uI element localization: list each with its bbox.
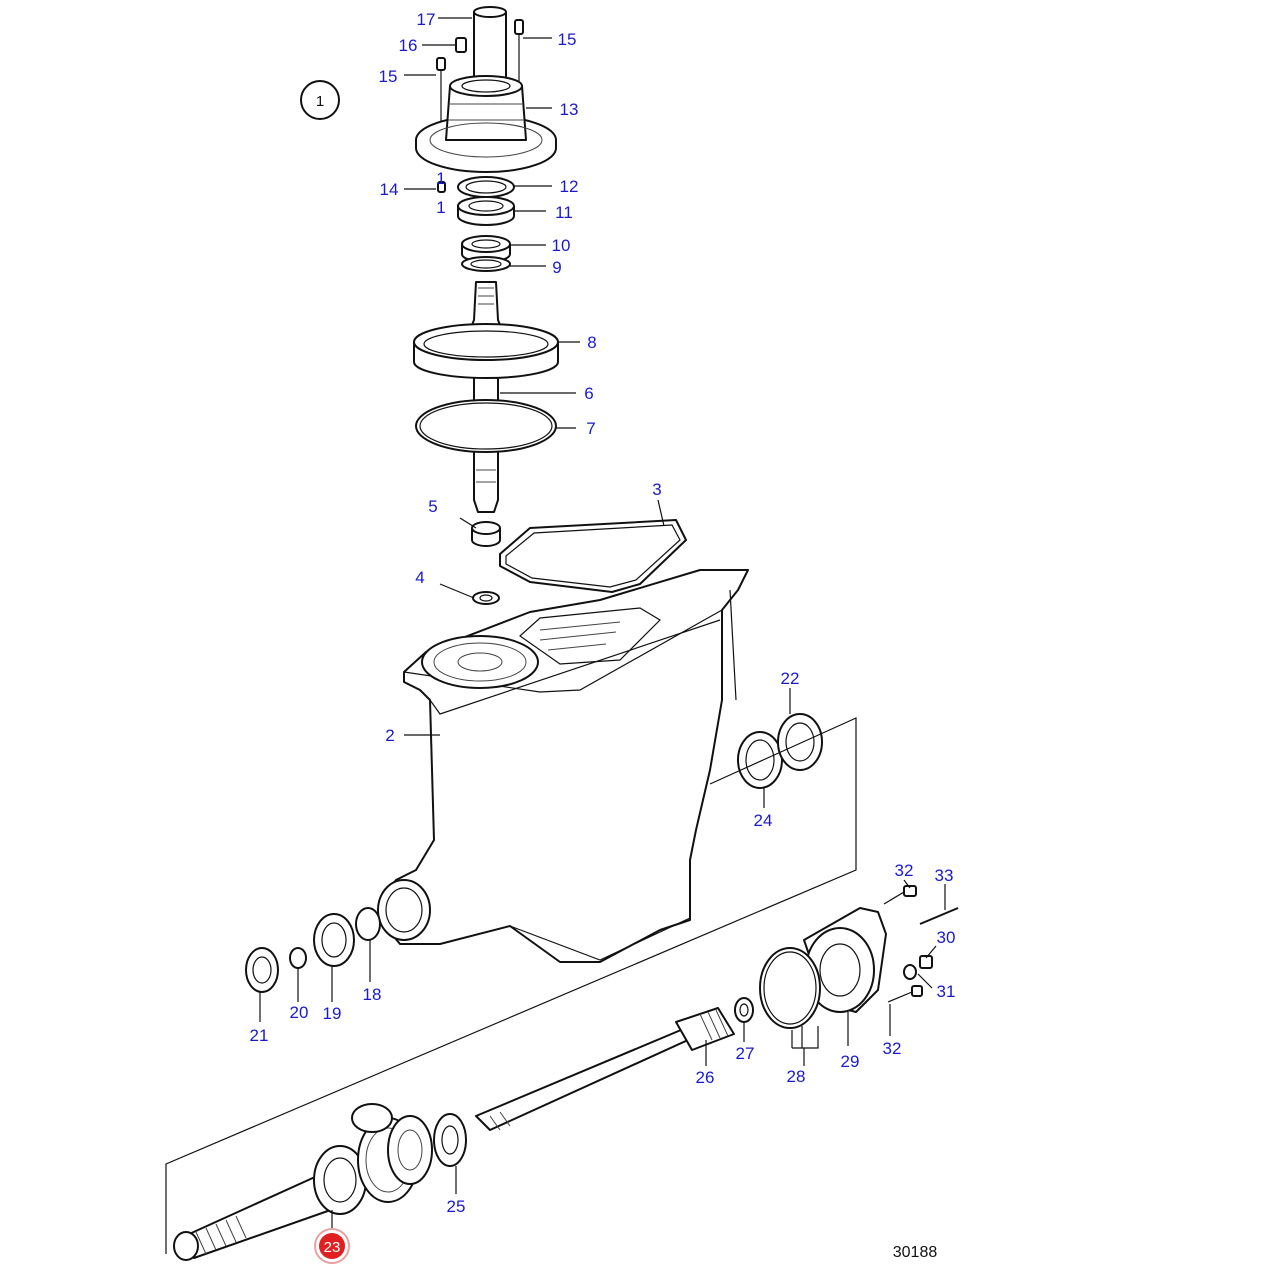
part-4-washer (472, 591, 500, 605)
callout-31: 31 (937, 982, 956, 1001)
callout-15-left: 15 (379, 67, 398, 86)
callout-6: 6 (584, 384, 593, 403)
part-27-washer (734, 997, 754, 1023)
callout-11: 11 (555, 203, 573, 222)
part-16-pin (455, 37, 467, 53)
part-3-gasket (499, 519, 687, 593)
part-6-vertical-shaft (465, 281, 507, 513)
part-18-ring (355, 907, 381, 941)
callout-3: 3 (652, 480, 661, 499)
callout-7: 7 (586, 419, 595, 438)
part-5-bearing (471, 521, 501, 547)
part-26-propeller-shaft (475, 1007, 735, 1131)
callout-20: 20 (290, 1003, 309, 1022)
part-25-shim (433, 1113, 467, 1167)
part-7-o-ring (415, 399, 557, 453)
part-15-bolt-left (436, 57, 446, 128)
callout-26: 26 (696, 1068, 715, 1087)
callout-29: 29 (841, 1052, 860, 1071)
part-30-fitting (919, 955, 933, 969)
callout-1-lower: 1 (436, 198, 445, 217)
callout-2: 2 (385, 726, 394, 745)
callout-5: 5 (428, 497, 437, 516)
part-2-gear-housing (377, 569, 749, 963)
part-13-flange-housing (415, 75, 557, 173)
callout-4: 4 (415, 568, 424, 587)
callout-32-top: 32 (895, 861, 914, 880)
callout-18: 18 (363, 985, 382, 1004)
callout-22: 22 (781, 669, 800, 688)
part-21-seal-housing (245, 947, 279, 993)
callout-17: 17 (417, 10, 436, 29)
callout-25: 25 (447, 1197, 466, 1216)
part-32-bolt-lower (887, 985, 923, 1003)
bracket-lines (165, 717, 857, 1254)
part-8-large-ring (413, 323, 559, 379)
callout-13: 13 (560, 100, 579, 119)
part-23-gear-shaft-assembly (173, 1103, 433, 1261)
part-28-o-rings (759, 947, 821, 1029)
callout-24: 24 (754, 811, 773, 830)
callout-21: 21 (250, 1026, 269, 1045)
callout-labels: 17 16 15 15 13 14 1 1 12 11 10 9 8 6 7 5… (250, 10, 956, 1216)
part-14-dowel (437, 181, 446, 193)
part-11-bearing (457, 196, 515, 226)
part-20-o-ring (289, 947, 307, 969)
part-31-plug (903, 964, 917, 980)
callout-30: 30 (937, 928, 956, 947)
part-12-ring (457, 176, 515, 198)
figure-number: 1 (316, 93, 324, 110)
callout-8: 8 (587, 333, 596, 352)
part-24-bearing-race (737, 731, 783, 789)
callout-9: 9 (552, 258, 561, 277)
callout-27: 27 (736, 1044, 755, 1063)
part-15-bolt-right (514, 19, 524, 90)
part-22-shim (777, 713, 823, 771)
part-19-seal (313, 913, 355, 967)
callout-19: 19 (323, 1004, 342, 1023)
figure-reference-marker: 1 (300, 80, 340, 120)
callout-33: 33 (935, 866, 954, 885)
highlighted-callout-23[interactable]: 23 (314, 1228, 350, 1264)
part-32-bolt-upper (883, 885, 917, 905)
callout-28: 28 (787, 1067, 806, 1086)
callout-23: 23 (324, 1239, 341, 1256)
callout-16: 16 (399, 36, 418, 55)
callout-1-upper: 1 (436, 169, 445, 188)
highlight-dot (319, 1233, 345, 1259)
part-9-ring (461, 256, 511, 272)
callout-14: 14 (380, 180, 399, 199)
drawing-number: 30188 (893, 1244, 938, 1261)
callout-15-top: 15 (558, 30, 577, 49)
callout-32-bottom: 32 (883, 1039, 902, 1058)
callout-12: 12 (560, 177, 579, 196)
leader-lines (259, 17, 946, 1228)
part-33-stud (919, 907, 959, 925)
callout-10: 10 (552, 236, 571, 255)
